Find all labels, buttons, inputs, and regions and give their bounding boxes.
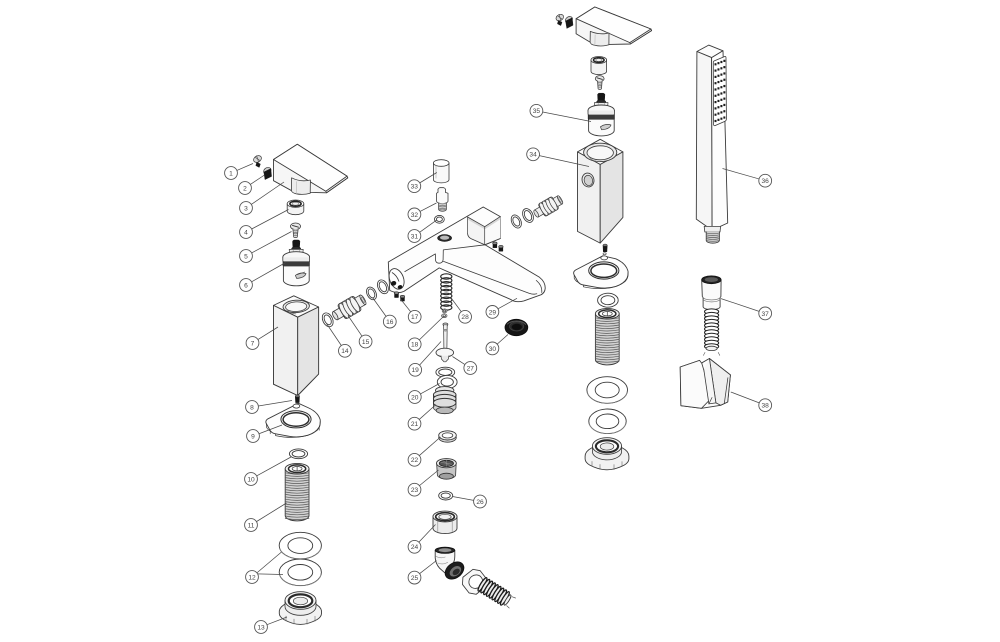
- svg-text:29: 29: [489, 309, 497, 316]
- svg-text:4: 4: [244, 229, 248, 236]
- svg-text:28: 28: [461, 314, 469, 321]
- svg-text:17: 17: [411, 314, 419, 321]
- svg-text:18: 18: [411, 342, 419, 349]
- svg-text:27: 27: [467, 365, 475, 372]
- svg-text:34: 34: [529, 152, 537, 159]
- svg-text:25: 25: [411, 575, 419, 582]
- svg-text:11: 11: [248, 522, 255, 529]
- svg-text:5: 5: [244, 253, 248, 260]
- svg-text:22: 22: [411, 457, 419, 464]
- svg-text:12: 12: [248, 574, 256, 581]
- svg-text:36: 36: [762, 178, 770, 185]
- svg-text:14: 14: [341, 348, 349, 355]
- svg-text:2: 2: [243, 185, 247, 192]
- svg-text:30: 30: [489, 346, 497, 353]
- svg-text:21: 21: [411, 421, 419, 428]
- svg-text:1: 1: [229, 170, 233, 177]
- svg-text:32: 32: [411, 212, 419, 219]
- svg-text:8: 8: [250, 404, 254, 411]
- svg-text:20: 20: [411, 394, 419, 401]
- svg-text:15: 15: [362, 339, 370, 346]
- svg-text:6: 6: [244, 282, 248, 289]
- svg-text:3: 3: [244, 205, 248, 212]
- svg-text:38: 38: [762, 403, 770, 410]
- svg-text:24: 24: [411, 544, 419, 551]
- svg-text:19: 19: [412, 367, 420, 374]
- svg-text:23: 23: [411, 487, 419, 494]
- svg-text:9: 9: [251, 433, 255, 440]
- svg-text:10: 10: [247, 476, 255, 483]
- svg-text:7: 7: [251, 340, 255, 347]
- svg-text:31: 31: [411, 233, 419, 240]
- svg-text:16: 16: [386, 319, 394, 326]
- svg-text:35: 35: [533, 108, 541, 115]
- svg-text:26: 26: [476, 499, 484, 506]
- svg-text:13: 13: [257, 624, 265, 631]
- svg-text:33: 33: [411, 184, 419, 191]
- svg-text:37: 37: [762, 311, 770, 318]
